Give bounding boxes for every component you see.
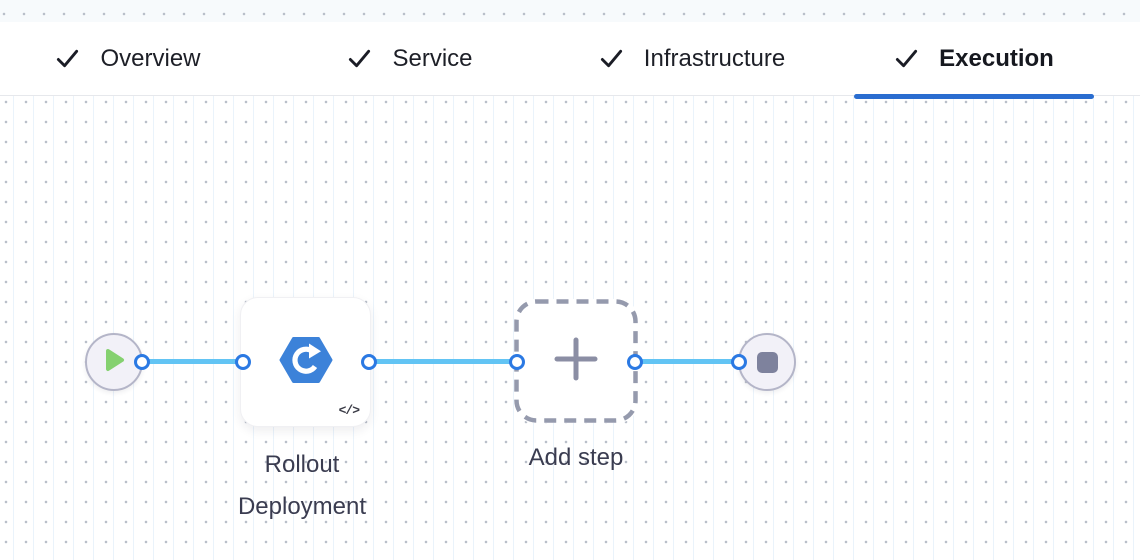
tab-service-label: Service (392, 44, 473, 72)
tab-execution[interactable]: Execution (854, 22, 1094, 99)
code-badge[interactable]: </> (338, 403, 360, 418)
port-start-out[interactable] (134, 354, 150, 370)
port-step-in[interactable] (235, 354, 251, 370)
check-icon (55, 46, 80, 71)
tab-infrastructure[interactable]: Infrastructure (572, 22, 812, 95)
pipeline-start-node[interactable] (85, 333, 143, 391)
tab-overview-label: Overview (100, 44, 201, 72)
tab-overview[interactable]: Overview (8, 22, 248, 95)
tab-execution-label: Execution (939, 44, 1054, 72)
port-addstep-in[interactable] (509, 354, 525, 370)
port-addstep-out[interactable] (627, 354, 643, 370)
port-step-out[interactable] (361, 354, 377, 370)
port-end-in[interactable] (731, 354, 747, 370)
step-node-label: Rollout Deployment (237, 451, 367, 520)
plus-icon (554, 337, 598, 386)
stop-icon (756, 351, 778, 373)
play-icon (102, 347, 126, 378)
add-step-node[interactable] (514, 299, 638, 423)
connector-start-to-step (142, 359, 243, 364)
check-icon (894, 46, 919, 71)
add-step-label: Add step (528, 444, 624, 471)
rollout-deployment-icon (279, 336, 333, 389)
check-icon (599, 46, 624, 71)
check-icon (347, 46, 372, 71)
stage-tabbar: Overview Service Infrastructure Executio… (0, 22, 1140, 99)
pipeline-canvas[interactable]: </> Rollout Deployment Add step (0, 96, 1140, 560)
tab-infrastructure-label: Infrastructure (643, 44, 786, 72)
canvas-top-strip (0, 0, 1140, 22)
tab-service[interactable]: Service (290, 22, 530, 95)
connector-addstep-to-end (635, 359, 739, 364)
active-tab-underline (854, 94, 1094, 99)
step-node-rollout-deployment[interactable]: </> (240, 297, 371, 427)
dashed-border (514, 299, 638, 423)
connector-step-to-addstep (369, 359, 517, 364)
